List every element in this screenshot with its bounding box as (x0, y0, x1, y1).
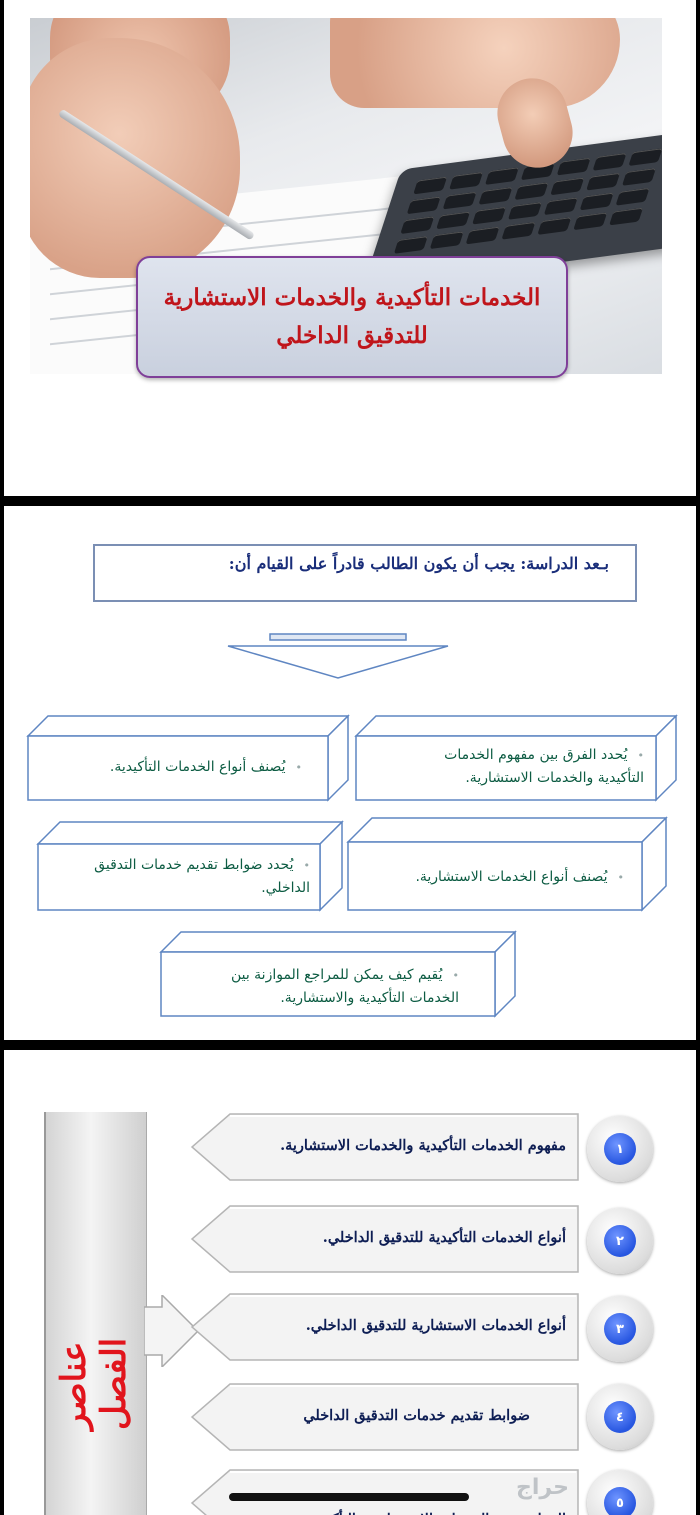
chevron-right-icon (144, 1295, 200, 1367)
list-item-2: أنواع الخدمات التأكيدية للتدقيق الداخلي. (190, 1204, 580, 1274)
objective-box-1: • يُحدد الفرق بين مفهوم الخدمات التأكيدية… (354, 714, 680, 802)
bullet-icon: • (303, 859, 311, 872)
objective-box-5: • يُقيم كيف يمكن للمراجع الموازنة بين الخ… (159, 930, 519, 1018)
item-label-1: مفهوم الخدمات التأكيدية والخدمات الاستشا… (280, 1136, 566, 1154)
home-indicator[interactable] (229, 1493, 469, 1501)
list-item-5: الموازنة بين الخدمات الاستشارية والتأكيد… (190, 1468, 580, 1515)
objective-text-4b: الداخلي. (261, 880, 310, 896)
objective-box-2: • يُصنف أنواع الخدمات التأكيدية. (26, 714, 352, 802)
watermark-logo: حراج (516, 1475, 569, 1500)
item-label-5: الموازنة بين الخدمات الاستشارية والتأكيد… (303, 1486, 566, 1515)
objective-text-1a: يُحدد الفرق بين مفهوم الخدمات (444, 747, 628, 763)
objective-text-4a: يُحدد ضوابط تقديم خدمات التدقيق (94, 857, 294, 873)
objectives-heading-box: بـعد الدراسة: يجب أن يكون الطالب قادراً … (93, 544, 637, 602)
number-badge-3: ٣ (587, 1296, 653, 1362)
title-box: الخدمات التأكيدية والخدمات الاستشارية لل… (136, 256, 568, 378)
list-item-1: مفهوم الخدمات التأكيدية والخدمات الاستشا… (190, 1112, 580, 1182)
bullet-icon: • (295, 761, 303, 774)
number-badge-5: ٥ (587, 1470, 653, 1515)
item-label-4: ضوابط تقديم خدمات التدقيق الداخلي (303, 1406, 530, 1424)
item-label-3: أنواع الخدمات الاستشارية للتدقيق الداخلي… (305, 1316, 566, 1334)
slide-chapter-elements: عناصر الفصل مفهوم الخدمات التأكيدية والخ… (4, 1050, 696, 1515)
objective-text-5a: يُقيم كيف يمكن للمراجع الموازنة بين (230, 967, 443, 983)
number-badge-2: ٢ (587, 1208, 653, 1274)
list-item-4: ضوابط تقديم خدمات التدقيق الداخلي (190, 1382, 580, 1452)
objective-box-3: • يُصنف أنواع الخدمات الاستشارية. (346, 816, 670, 912)
objective-text-3a: يُصنف أنواع الخدمات الاستشارية. (415, 869, 608, 885)
right-hand (330, 18, 620, 108)
title-line-2: للتدقيق الداخلي (276, 322, 428, 349)
objective-text-1b: التأكيدية والخدمات الاستشارية. (465, 770, 644, 786)
down-arrow-icon (227, 633, 449, 679)
side-label: عناصر الفصل (54, 1337, 134, 1430)
bullet-icon: • (452, 969, 460, 982)
objectives-heading: بـعد الدراسة: يجب أن يكون الطالب قادراً … (228, 554, 609, 573)
objective-text-5b: الخدمات التأكيدية والاستشارية. (280, 990, 459, 1006)
side-bar (44, 1112, 147, 1515)
list-item-3: أنواع الخدمات الاستشارية للتدقيق الداخلي… (190, 1292, 580, 1362)
number-badge-1: ١ (587, 1116, 653, 1182)
objective-text-2a: يُصنف أنواع الخدمات التأكيدية. (109, 759, 286, 775)
item-label-2: أنواع الخدمات التأكيدية للتدقيق الداخلي. (322, 1228, 566, 1246)
title-line-1: الخدمات التأكيدية والخدمات الاستشارية (163, 284, 541, 311)
objective-box-4: • يُحدد ضوابط تقديم خدمات التدقيق الداخلي… (36, 820, 346, 912)
slide-title: الخدمات التأكيدية والخدمات الاستشارية لل… (4, 0, 696, 496)
bullet-icon: • (637, 749, 645, 762)
bullet-icon: • (617, 871, 625, 884)
number-badge-4: ٤ (587, 1384, 653, 1450)
slide-objectives: بـعد الدراسة: يجب أن يكون الطالب قادراً … (4, 506, 696, 1040)
